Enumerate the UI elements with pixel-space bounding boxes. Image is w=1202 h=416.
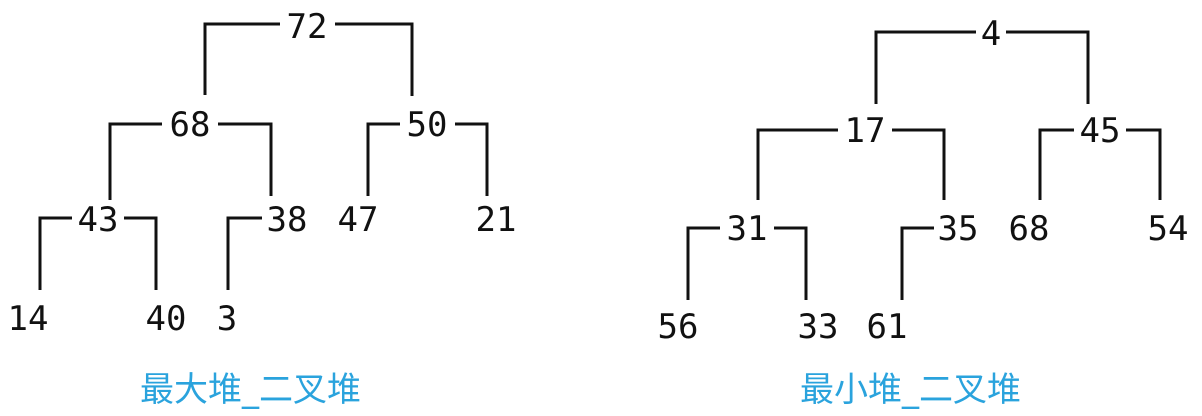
- min-heap-caption: 最小堆_二叉堆: [800, 370, 1021, 410]
- min-node-35: 35: [938, 209, 979, 249]
- min-node-61: 61: [867, 307, 908, 347]
- edge-72-68: [203, 22, 280, 95]
- min-node-33: 33: [798, 307, 839, 347]
- max-node-72: 72: [287, 7, 328, 47]
- min-node-31: 31: [727, 209, 768, 249]
- edge-45-68: [1038, 128, 1074, 200]
- edge-31-56: [686, 226, 720, 300]
- edge-45-54: [1126, 128, 1162, 200]
- max-heap-edges: [38, 22, 489, 290]
- edge-43-14: [38, 216, 72, 290]
- max-node-3: 3: [217, 299, 237, 339]
- max-node-38: 38: [267, 200, 308, 240]
- edge-38-3: [226, 216, 262, 290]
- edge-68-43: [108, 122, 162, 200]
- min-node-68: 68: [1009, 209, 1050, 249]
- edge-43-40: [124, 216, 158, 290]
- min-node-45: 45: [1080, 111, 1121, 151]
- edge-35-61: [900, 226, 934, 300]
- min-node-4: 4: [981, 14, 1001, 54]
- max-heap-nodes: 72 68 50 43 38 47 21 14 40 3: [8, 7, 517, 339]
- max-node-21: 21: [476, 200, 517, 240]
- edge-72-50: [335, 22, 414, 96]
- max-node-40: 40: [146, 299, 187, 339]
- max-heap-caption: 最大堆_二叉堆: [140, 370, 361, 410]
- max-node-68: 68: [170, 105, 211, 145]
- min-heap-edges: [686, 30, 1162, 300]
- edge-50-47: [366, 122, 400, 196]
- min-node-54: 54: [1148, 209, 1189, 249]
- max-node-50: 50: [407, 105, 448, 145]
- max-node-47: 47: [338, 200, 379, 240]
- min-node-56: 56: [658, 307, 699, 347]
- edge-17-31: [756, 128, 838, 200]
- min-heap-nodes: 4 17 45 31 35 68 54 56 33 61: [658, 14, 1189, 347]
- edge-17-35: [892, 128, 946, 200]
- edge-50-21: [455, 122, 489, 196]
- max-node-43: 43: [78, 200, 119, 240]
- edge-4-17: [874, 30, 976, 104]
- edge-68-38: [218, 122, 273, 196]
- edge-31-33: [774, 226, 808, 300]
- min-node-17: 17: [845, 111, 886, 151]
- max-node-14: 14: [8, 299, 49, 339]
- edge-4-45: [1006, 30, 1090, 104]
